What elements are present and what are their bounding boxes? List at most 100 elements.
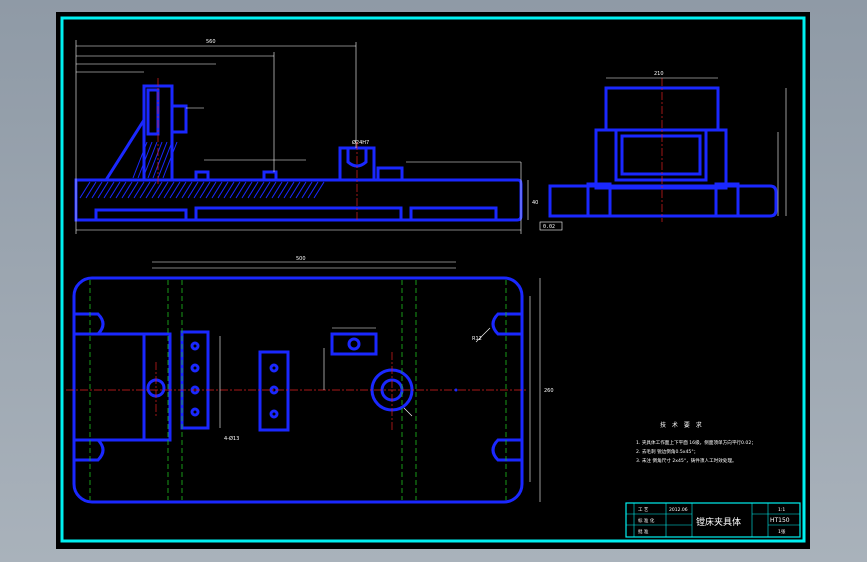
plan-view-dimensions	[152, 261, 541, 502]
notes-line-3: 3. 未注 倒角尺寸 2x45°，铸件须人工时效处理。	[636, 457, 737, 464]
side-view-foot-right	[714, 182, 740, 218]
dim-base-height: 40	[532, 200, 538, 206]
hatch-line	[152, 141, 168, 179]
plan-plate-2	[258, 350, 290, 432]
hatch-line	[175, 181, 187, 199]
hatch-line	[265, 181, 277, 199]
dim-hole-callout: 4-Ø13	[224, 435, 239, 442]
plan-slot-bottom-left	[74, 438, 105, 462]
hatch-line	[169, 181, 181, 199]
front-view-hatching	[79, 141, 325, 199]
plan-view-centerlines	[66, 352, 526, 430]
front-view-pad-right	[409, 206, 498, 220]
dim-slot: R12	[472, 336, 482, 342]
hatch-line	[277, 181, 289, 199]
hatch-line	[137, 141, 153, 179]
hatch-line	[229, 181, 241, 199]
front-view-step-3	[376, 166, 404, 182]
plan-left-block	[72, 332, 146, 442]
side-view-base	[548, 184, 778, 218]
hatch-line	[235, 181, 247, 199]
plan-slot-bottom-right	[491, 438, 522, 462]
hatch-line	[271, 181, 283, 199]
side-view-window	[620, 134, 702, 176]
plan-bracket	[330, 332, 378, 356]
front-view-dimensions	[75, 40, 529, 234]
plan-view-hidden-lines	[89, 280, 507, 500]
hatch-line	[241, 181, 253, 199]
front-view-centerlines	[157, 78, 358, 222]
material: HT150	[770, 517, 790, 524]
hatch-line	[162, 141, 178, 179]
front-view-pad-left	[94, 208, 188, 220]
title-row-1: 工 艺	[638, 507, 649, 513]
hatch-line	[289, 181, 301, 199]
hatch-line	[301, 181, 313, 199]
plan-left-block-face	[142, 332, 172, 442]
hatch-line	[151, 181, 163, 199]
hatch-line	[205, 181, 217, 199]
hatch-line	[223, 181, 235, 199]
hatch-line	[181, 181, 193, 199]
tolerance-value: 0.02	[543, 224, 555, 230]
hatch-line	[115, 181, 127, 199]
front-view-pad-mid	[194, 206, 403, 220]
scale: 1:1	[778, 507, 785, 513]
hatch-line	[211, 181, 223, 199]
drawing-border	[60, 16, 806, 543]
hatch-line	[253, 181, 265, 199]
hatch-line	[121, 181, 133, 199]
dim-plan-height: 260	[544, 388, 554, 394]
hatch-line	[91, 181, 103, 199]
title-block: 工 艺 2012.06 标 准 化 批 准 镗床夹具体 HT150 1:1 1张	[625, 502, 801, 538]
front-view-clamp-bolt	[170, 104, 188, 134]
hatch-line	[79, 181, 91, 199]
front-view-gusset	[104, 114, 146, 181]
plan-slot-top-right	[491, 312, 522, 336]
hatch-line	[259, 181, 271, 199]
cad-viewport[interactable]: 560 40 Ø24H7 0.02 210	[56, 12, 810, 549]
plan-slot-top-left	[74, 312, 105, 336]
hatch-line	[145, 181, 157, 199]
title-row-2: 标 准 化	[638, 517, 655, 524]
title-row-1-value: 2012.06	[669, 507, 688, 513]
hatch-line	[199, 181, 211, 199]
hatch-line	[295, 181, 307, 199]
hatch-line	[217, 181, 229, 199]
hatch-line	[157, 181, 169, 199]
dim-bore: Ø24H7	[352, 139, 369, 146]
hatch-line	[313, 181, 325, 199]
hatch-line	[109, 181, 121, 199]
hatch-line	[132, 141, 148, 179]
hatch-line	[187, 181, 199, 199]
hatch-line	[147, 141, 163, 179]
hatch-line	[142, 141, 158, 179]
front-view-base	[74, 178, 523, 222]
front-view-upright-slot	[146, 88, 160, 136]
side-view-dimensions	[606, 77, 787, 216]
side-view	[548, 86, 778, 218]
dim-plan-width: 500	[296, 256, 306, 262]
hatch-line	[127, 181, 139, 199]
hatch-line	[193, 181, 205, 199]
sheet: 1张	[778, 528, 786, 535]
dim-side-width: 210	[654, 71, 664, 77]
front-view-step-2	[262, 170, 278, 182]
technical-notes: 技 术 要 求 1. 夹具体工作面上下平面 16级，侧面须单方向平行0.02； …	[636, 421, 756, 464]
hatch-line	[163, 181, 175, 199]
engineering-drawing: 560 40 Ø24H7 0.02 210	[60, 16, 806, 543]
tolerance-frame: 0.02	[539, 221, 563, 231]
plan-center-mark	[454, 388, 458, 392]
hatch-line	[133, 181, 145, 199]
notes-heading: 技 术 要 求	[660, 421, 704, 429]
hatch-line	[103, 181, 115, 199]
side-view-body	[594, 128, 728, 190]
title-row-3: 批 准	[638, 528, 649, 535]
side-view-foot-left	[586, 182, 612, 218]
hatch-line	[307, 181, 319, 199]
hatch-line	[157, 141, 173, 179]
drawing-title: 镗床夹具体	[696, 516, 741, 528]
hatch-line	[139, 181, 151, 199]
notes-line-1: 1. 夹具体工作面上下平面 16级，侧面须单方向平行0.02；	[636, 439, 756, 446]
front-view-step-1	[194, 170, 210, 182]
